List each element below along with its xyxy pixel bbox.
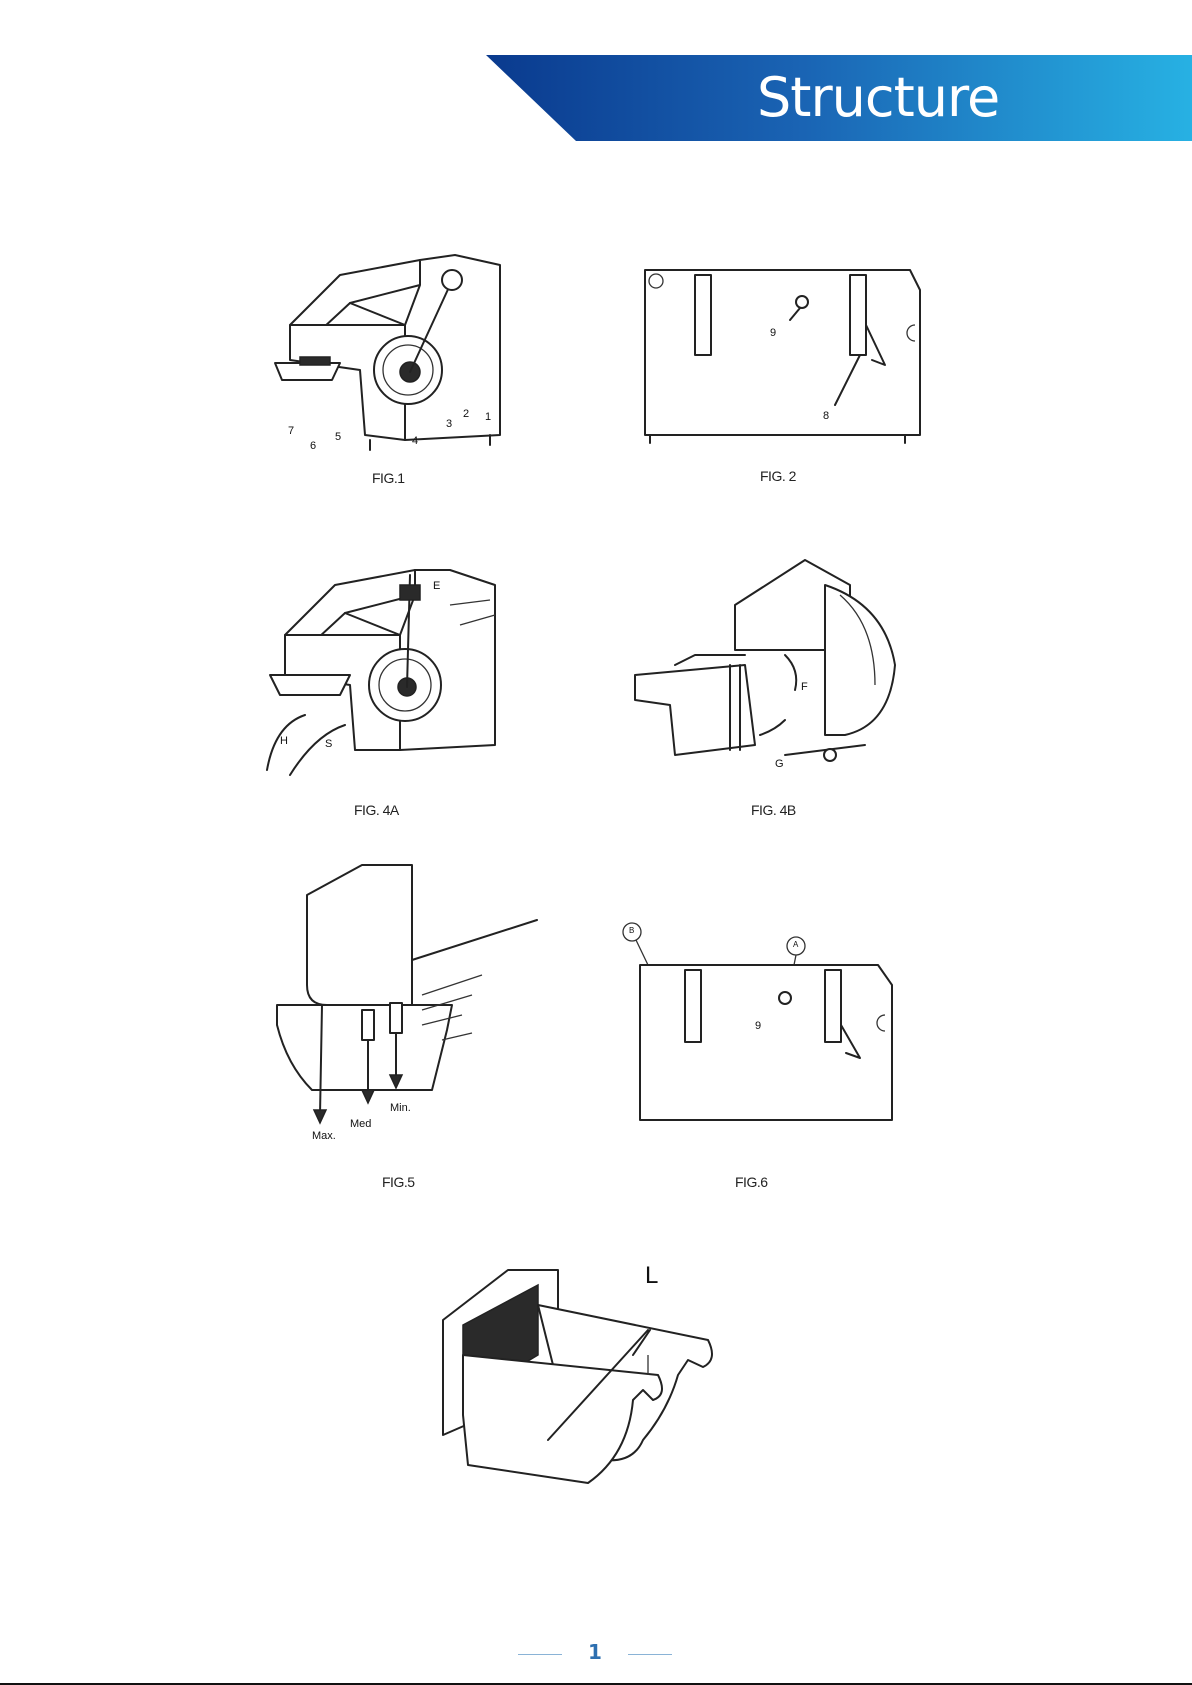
figure-6-label: A (793, 940, 798, 949)
page-title: Structure (757, 58, 999, 138)
figure-2-caption: FIG. 2 (760, 468, 796, 484)
figure-4a: E H S (265, 555, 510, 775)
figure-1-label: 2 (463, 408, 469, 420)
figure-1-label: 6 (310, 440, 316, 452)
figure-1-label: 4 (412, 435, 418, 447)
figure-6: B A 9 (620, 920, 900, 1125)
figure-5-label: Max. (312, 1130, 336, 1142)
footer-divider-left (518, 1654, 562, 1655)
figure-4b-drawing (635, 555, 905, 770)
figure-1: 1 2 3 4 5 6 7 (270, 245, 510, 455)
figure-4a-label: E (433, 580, 440, 592)
figure-2-drawing (640, 265, 930, 450)
figure-4a-drawing (265, 555, 510, 775)
figure-4b-label: F (801, 681, 808, 693)
figure-1-label: 7 (288, 425, 294, 437)
figure-4b-caption: FIG. 4B (751, 802, 796, 818)
figure-6-caption: FIG.6 (735, 1174, 768, 1190)
figure-5-caption: FIG.5 (382, 1174, 415, 1190)
figure-5-label: Min. (390, 1102, 411, 1114)
figure-4a-label: H (280, 735, 288, 747)
figure-6-label: 9 (755, 1020, 761, 1032)
page-number: 1 (580, 1640, 610, 1664)
figure-tray: L (438, 1265, 723, 1490)
figure-2-label: 8 (823, 410, 829, 422)
figure-tray-label: L (645, 1262, 658, 1290)
figure-1-label: 5 (335, 431, 341, 443)
figure-1-drawing (270, 245, 510, 455)
figure-5: Max. Med Min. (272, 865, 542, 1150)
figure-2: 9 8 (640, 265, 930, 450)
figure-4a-caption: FIG. 4A (354, 802, 399, 818)
figure-1-caption: FIG.1 (372, 470, 405, 486)
figure-5-label: Med (350, 1118, 371, 1130)
footer-divider-right (628, 1654, 672, 1655)
figure-tray-drawing (438, 1265, 723, 1490)
figure-1-label: 1 (485, 411, 491, 423)
figure-4b-label: G (775, 758, 784, 770)
figure-1-label: 3 (446, 418, 452, 430)
figure-6-label: B (629, 926, 634, 935)
figure-4b: F G (635, 555, 905, 770)
figure-4a-label: S (325, 738, 332, 750)
figure-2-label: 9 (770, 327, 776, 339)
